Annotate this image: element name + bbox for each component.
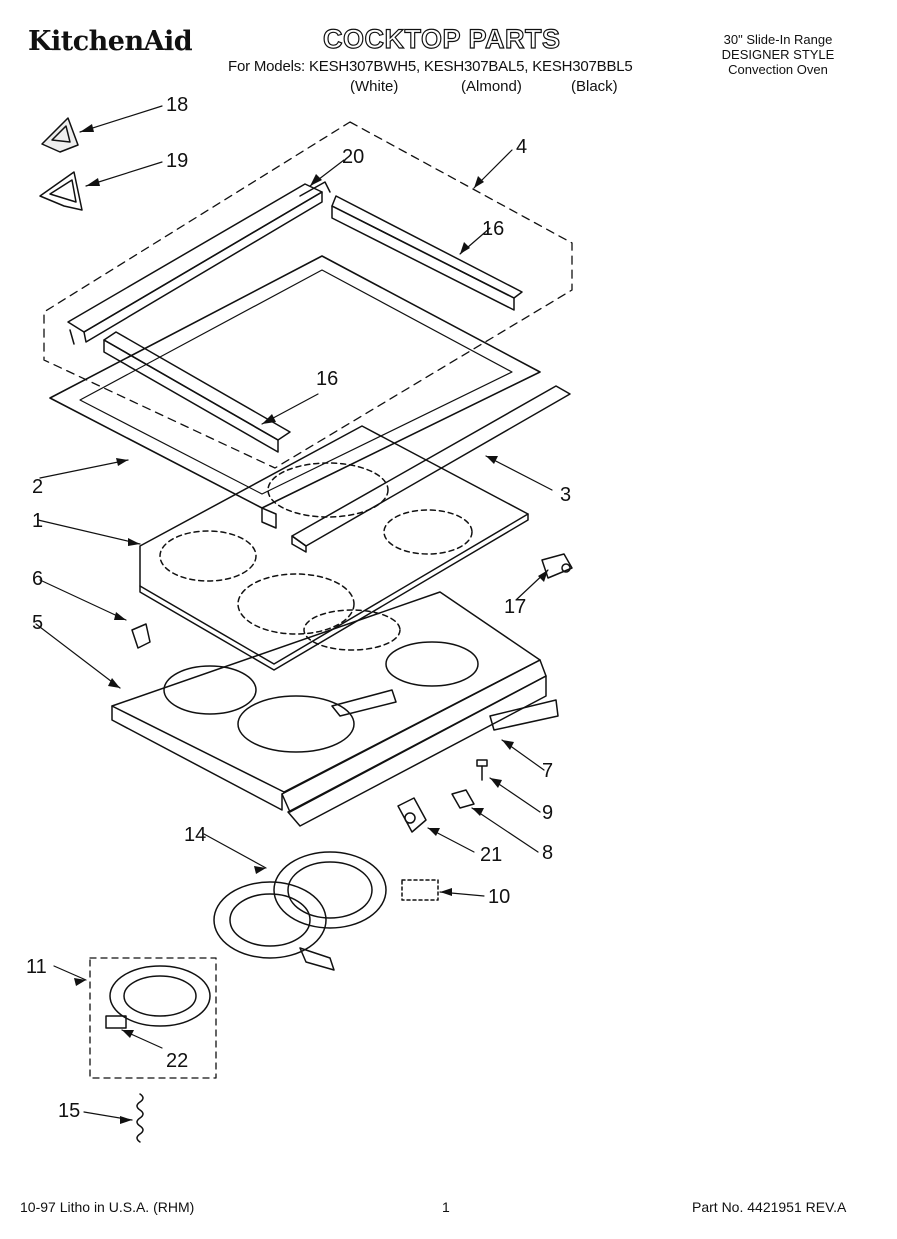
element-group-11	[89, 957, 217, 1079]
bracket-8	[451, 789, 475, 809]
color-almond: (Almond)	[461, 78, 522, 95]
callout-3: 3	[560, 484, 572, 506]
trim-piece-19	[39, 171, 83, 211]
callout-18: 18	[166, 94, 189, 116]
callout-22: 22	[166, 1050, 189, 1072]
brand-logo: KitchenAid	[28, 26, 193, 57]
callout-5: 5	[32, 612, 44, 634]
side-rail-20	[67, 181, 331, 345]
spring-15	[136, 1093, 144, 1143]
callout-11: 11	[26, 956, 47, 978]
color-white: (White)	[350, 78, 399, 95]
connector-10	[401, 879, 439, 901]
callout-4: 4	[516, 136, 528, 158]
trim-bar-2-end	[261, 507, 277, 529]
callout-7: 7	[542, 760, 554, 782]
callout-6: 6	[32, 568, 44, 590]
callout-10: 10	[488, 886, 511, 908]
models-line: For Models: KESH307BWH5, KESH307BAL5, KE…	[228, 58, 633, 75]
side-rail-16-lower	[103, 331, 291, 453]
callout-1: 1	[32, 510, 44, 532]
callout-16a: 16	[482, 218, 505, 240]
callout-16b: 16	[316, 368, 339, 390]
frame-assembly-outline	[43, 121, 573, 469]
page-title: COCKTOP PARTS	[322, 23, 561, 54]
switch-21	[397, 797, 427, 833]
design-style: DESIGNER STYLE	[721, 47, 835, 62]
range-type: 30" Slide-In Range	[723, 32, 833, 47]
footer-litho: 10-97 Litho in U.S.A. (RHM)	[20, 1199, 195, 1215]
burner-box-5	[111, 591, 547, 827]
callout-15: 15	[58, 1100, 81, 1122]
callout-21: 21	[480, 844, 503, 866]
gasket-frame-2	[49, 255, 541, 509]
callout-20: 20	[342, 146, 365, 168]
side-rail-16-upper	[331, 195, 523, 311]
trim-bar-3	[291, 385, 571, 553]
glass-cooktop-1	[139, 425, 529, 671]
color-black: (Black)	[571, 78, 618, 95]
callout-17: 17	[504, 596, 527, 618]
callout-2: 2	[32, 476, 44, 498]
callout-19: 19	[166, 150, 189, 172]
strap-7	[489, 699, 559, 731]
oven-type: Convection Oven	[728, 62, 828, 77]
leader-arrowheads	[74, 124, 548, 1124]
trim-piece-18	[41, 117, 79, 153]
surface-element-11	[105, 965, 211, 1029]
clip-6	[131, 623, 151, 649]
screw-9	[476, 759, 488, 781]
footer-page-number: 1	[442, 1199, 450, 1215]
callout-8: 8	[542, 842, 554, 864]
callout-9: 9	[542, 802, 554, 824]
surface-elements-14	[213, 851, 387, 971]
leader-lines	[35, 105, 553, 1121]
callout-14: 14	[184, 824, 207, 846]
footer-part-number: Part No. 4421951 REV.A	[692, 1199, 847, 1215]
